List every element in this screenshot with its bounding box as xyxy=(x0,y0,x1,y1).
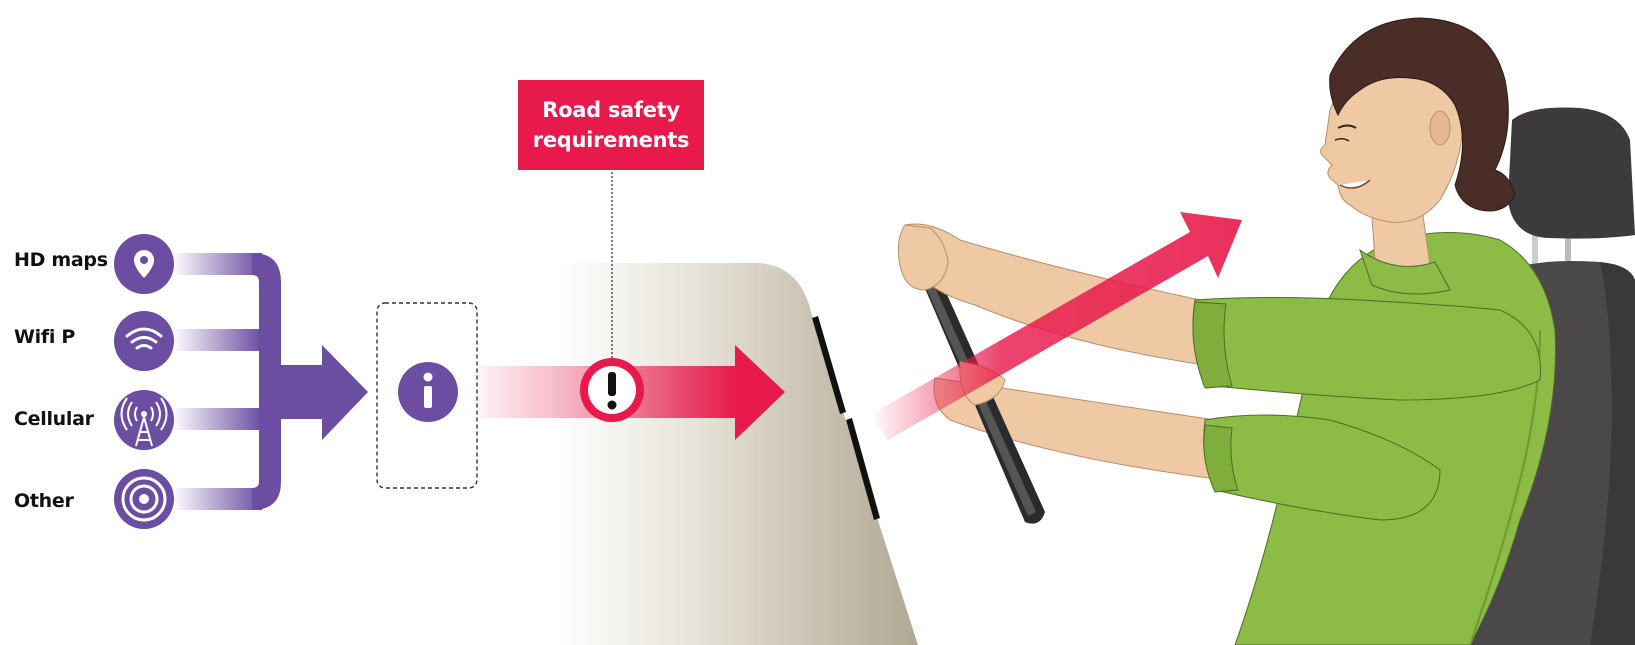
source-label-cellular: Cellular xyxy=(14,408,94,430)
callout-line-1: Road safety xyxy=(518,95,704,125)
warning-icon xyxy=(580,358,644,422)
map-pin-icon xyxy=(114,234,174,294)
driver-head xyxy=(1321,18,1515,222)
info-icon xyxy=(398,362,458,422)
source-label-wifi-p: Wifi P xyxy=(14,326,75,348)
car-dashboard xyxy=(560,263,918,645)
callout-line-2: requirements xyxy=(518,125,704,155)
source-label-hd-maps: HD maps xyxy=(14,249,108,271)
target-icon xyxy=(114,469,174,529)
road-safety-callout: Road safety requirements xyxy=(518,80,704,170)
merge-connector xyxy=(172,253,368,510)
source-label-other: Other xyxy=(14,490,74,512)
wifi-icon xyxy=(114,311,174,371)
cell-tower-icon xyxy=(114,390,174,450)
